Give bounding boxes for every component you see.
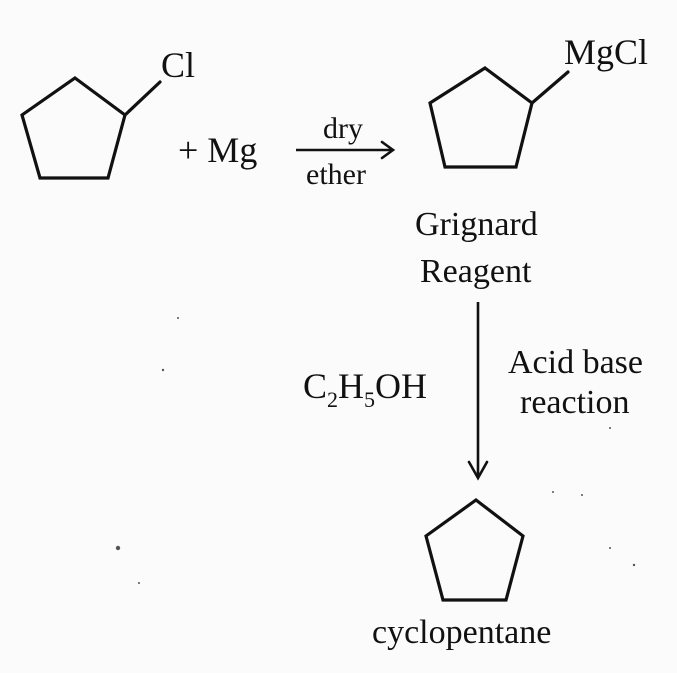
magnesium-reagent: + Mg xyxy=(178,130,257,170)
ethanol-oh: OH xyxy=(375,366,427,406)
chlorine-label: Cl xyxy=(161,45,195,85)
arrow-head-2 xyxy=(467,460,489,481)
ethanol-subscript-5: 5 xyxy=(364,387,375,412)
grignard-name-line2: Reagent xyxy=(420,253,532,290)
arrow-head-1 xyxy=(380,140,396,160)
ethanol-reagent: C2H5OH xyxy=(303,366,427,412)
reaction-type-line1: Acid base xyxy=(508,344,643,381)
condition-above-arrow: dry xyxy=(323,112,363,145)
condition-below-arrow: ether xyxy=(306,158,366,191)
cyclopentane-ring-reactant xyxy=(20,76,127,180)
cyclopentane-ring-product xyxy=(424,498,525,602)
reaction-arrow-1: dry ether xyxy=(296,112,396,191)
c-mg-bond xyxy=(530,70,570,105)
ethanol-c: C xyxy=(303,366,327,406)
grignard-name-line1: Grignard xyxy=(415,206,538,243)
product-name: cyclopentane xyxy=(372,614,551,651)
mgcl-label: MgCl xyxy=(564,32,648,72)
ethanol-subscript-2: 2 xyxy=(327,387,338,412)
c-cl-bond xyxy=(123,80,162,117)
chlorocyclopentane-structure: Cl xyxy=(20,45,195,180)
grignard-structure: MgCl xyxy=(428,32,648,169)
ethanol-h: H xyxy=(338,366,364,406)
scan-noise xyxy=(115,317,636,584)
cyclopentane-structure xyxy=(424,498,525,602)
reaction-type-line2: reaction xyxy=(520,384,630,421)
reaction-arrow-2 xyxy=(467,302,489,481)
cyclopentane-ring-grignard xyxy=(428,66,534,169)
